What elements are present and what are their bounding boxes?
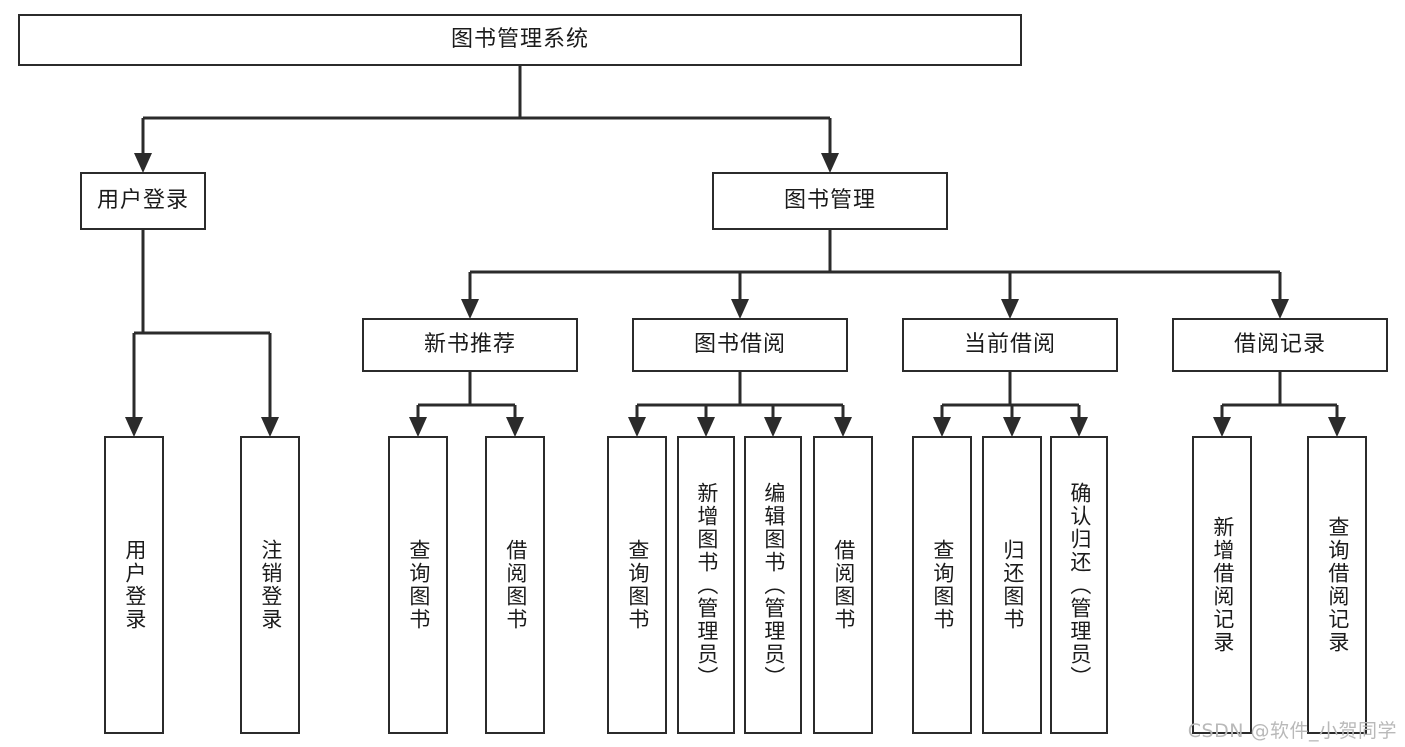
- node-leaf-borrow-add-admin-label: 新增图书（管理员）: [694, 481, 719, 689]
- node-leaf-current-confirm-admin-label: 确认归还（管理员）: [1067, 481, 1092, 689]
- node-leaf-user-login-label: 用户登录: [122, 539, 147, 631]
- node-leaf-user-logout[interactable]: 注销登录: [240, 436, 300, 734]
- node-leaf-user-logout-label: 注销登录: [258, 539, 283, 631]
- node-leaf-newbook-query[interactable]: 查询图书: [388, 436, 448, 734]
- node-leaf-current-confirm-admin[interactable]: 确认归还（管理员）: [1050, 436, 1108, 734]
- node-leaf-record-query-label: 查询借阅记录: [1325, 516, 1350, 654]
- csdn-watermark: CSDN @软件_小贺同学: [1187, 720, 1397, 742]
- node-new-book-recommend-label: 新书推荐: [423, 332, 516, 358]
- node-leaf-newbook-borrow-label: 借阅图书: [503, 539, 528, 631]
- node-leaf-current-return[interactable]: 归还图书: [982, 436, 1042, 734]
- node-leaf-record-add-label: 新增借阅记录: [1210, 516, 1235, 654]
- node-root[interactable]: 图书管理系统: [18, 14, 1022, 66]
- node-user-login-module[interactable]: 用户登录: [80, 172, 206, 230]
- node-leaf-borrow-query-label: 查询图书: [625, 539, 650, 631]
- node-book-management-module[interactable]: 图书管理: [712, 172, 948, 230]
- node-leaf-record-query[interactable]: 查询借阅记录: [1307, 436, 1367, 734]
- node-leaf-current-return-label: 归还图书: [1000, 539, 1025, 631]
- node-leaf-borrow-edit-admin[interactable]: 编辑图书（管理员）: [744, 436, 802, 734]
- node-leaf-user-login[interactable]: 用户登录: [104, 436, 164, 734]
- node-leaf-newbook-borrow[interactable]: 借阅图书: [485, 436, 545, 734]
- node-book-borrow[interactable]: 图书借阅: [632, 318, 848, 372]
- node-leaf-current-query[interactable]: 查询图书: [912, 436, 972, 734]
- node-current-borrow[interactable]: 当前借阅: [902, 318, 1118, 372]
- node-leaf-newbook-query-label: 查询图书: [406, 539, 431, 631]
- node-leaf-current-query-label: 查询图书: [930, 539, 955, 631]
- node-root-label: 图书管理系统: [450, 27, 589, 53]
- node-user-login-module-label: 用户登录: [96, 188, 189, 214]
- node-book-borrow-label: 图书借阅: [693, 332, 786, 358]
- node-borrow-record-label: 借阅记录: [1233, 332, 1326, 358]
- node-new-book-recommend[interactable]: 新书推荐: [362, 318, 578, 372]
- node-borrow-record[interactable]: 借阅记录: [1172, 318, 1388, 372]
- node-leaf-borrow-edit-admin-label: 编辑图书（管理员）: [761, 481, 786, 689]
- node-leaf-borrow-query[interactable]: 查询图书: [607, 436, 667, 734]
- node-leaf-borrow-borrow[interactable]: 借阅图书: [813, 436, 873, 734]
- node-leaf-borrow-add-admin[interactable]: 新增图书（管理员）: [677, 436, 735, 734]
- node-book-management-module-label: 图书管理: [783, 188, 876, 214]
- node-leaf-record-add[interactable]: 新增借阅记录: [1192, 436, 1252, 734]
- node-leaf-borrow-borrow-label: 借阅图书: [831, 539, 856, 631]
- node-current-borrow-label: 当前借阅: [963, 332, 1056, 358]
